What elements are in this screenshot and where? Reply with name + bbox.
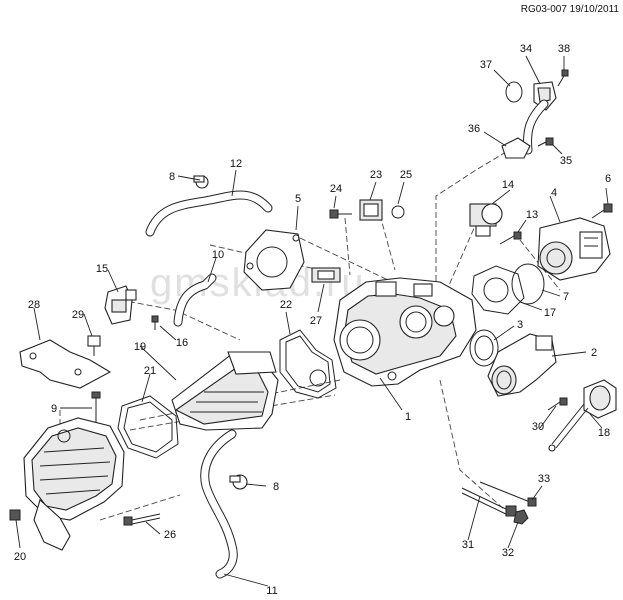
gasket-plate-5: [243, 229, 305, 291]
bolt-30: [547, 397, 568, 411]
callout-18: 18: [598, 427, 610, 439]
hose-clamp-upper: [193, 175, 209, 189]
callout-14: 14: [502, 179, 514, 191]
callout-31: 31: [462, 539, 474, 551]
leader-lines: [15, 55, 609, 587]
bolt-35: [537, 137, 554, 147]
upper-hose: [145, 190, 273, 237]
callout-7: 7: [563, 291, 569, 303]
callout-13: 13: [526, 209, 538, 221]
callout-37: 37: [480, 59, 492, 71]
callout-33: 33: [538, 473, 550, 485]
lower-hose: [200, 429, 238, 579]
o-ring-7: [511, 263, 545, 305]
clip-20: [9, 509, 21, 521]
bolt-13: [499, 231, 522, 245]
callout-29: 29: [72, 309, 84, 321]
callout-numbers: 1 2 3 4 5 6 7 8 8 9 10 11 12 13 14 15 16…: [14, 43, 611, 597]
bolt-33: [479, 481, 537, 507]
screw-16: [151, 315, 159, 330]
callout-21: 21: [144, 365, 156, 377]
callout-34: 34: [520, 43, 532, 55]
bracket-28: [19, 339, 112, 389]
callout-5: 5: [295, 193, 301, 205]
egr-cooler-19: [171, 351, 279, 431]
diagram-reference: RG03-007 19/10/2011: [521, 4, 620, 15]
callout-17: 17: [544, 307, 556, 319]
callout-8-top: 8: [169, 171, 175, 183]
egr-valve-4: [537, 217, 611, 281]
callout-25: 25: [400, 169, 412, 181]
short-hose: [173, 273, 217, 327]
callout-1: 1: [405, 411, 411, 423]
o-ring-25: [391, 205, 405, 219]
callout-16: 16: [176, 337, 188, 349]
hose-clamp-lower: [229, 474, 248, 490]
bolt-26: [123, 513, 161, 526]
main-housing-1: [333, 277, 477, 387]
callout-4: 4: [551, 187, 557, 199]
bolt-24: [329, 209, 352, 219]
callout-28: 28: [28, 299, 40, 311]
gasket-3: [469, 329, 499, 367]
outlet-2: [487, 333, 557, 397]
callout-20: 20: [14, 551, 26, 563]
pipe-36: [501, 99, 549, 159]
bolt-31: [461, 487, 517, 517]
bolt-6: [591, 203, 613, 219]
callout-38: 38: [558, 43, 570, 55]
sensor-23: [359, 199, 383, 221]
callout-12: 12: [230, 158, 242, 170]
callout-19: 19: [134, 341, 146, 353]
callout-30: 30: [532, 421, 544, 433]
gasket-22: [279, 329, 337, 399]
callout-10: 10: [212, 249, 224, 261]
callout-8-bottom: 8: [273, 481, 279, 493]
valve-14: [469, 203, 503, 237]
callout-32: 32: [502, 547, 514, 559]
gasket-21: [117, 395, 179, 459]
clip-29: [87, 335, 101, 356]
callout-24: 24: [330, 183, 342, 195]
o-ring-37: [505, 81, 523, 103]
callout-11: 11: [266, 585, 277, 597]
callout-35: 35: [560, 155, 572, 167]
callout-26: 26: [164, 529, 176, 541]
actuator-18: [548, 379, 617, 452]
callout-23: 23: [370, 169, 382, 181]
callout-9: 9: [51, 403, 57, 415]
sensor-27: [311, 267, 341, 283]
gasket-17: [471, 265, 525, 315]
callout-6: 6: [605, 173, 611, 185]
sensor-15: [104, 285, 137, 325]
callout-22: 22: [280, 299, 292, 311]
callout-3: 3: [517, 319, 523, 331]
nut-32: [513, 509, 529, 525]
callout-15: 15: [96, 263, 108, 275]
callout-2: 2: [591, 347, 597, 359]
callout-27: 27: [310, 315, 322, 327]
callout-36: 36: [468, 123, 480, 135]
egr-housing-left: [23, 417, 125, 551]
bolt-38: [557, 69, 569, 87]
